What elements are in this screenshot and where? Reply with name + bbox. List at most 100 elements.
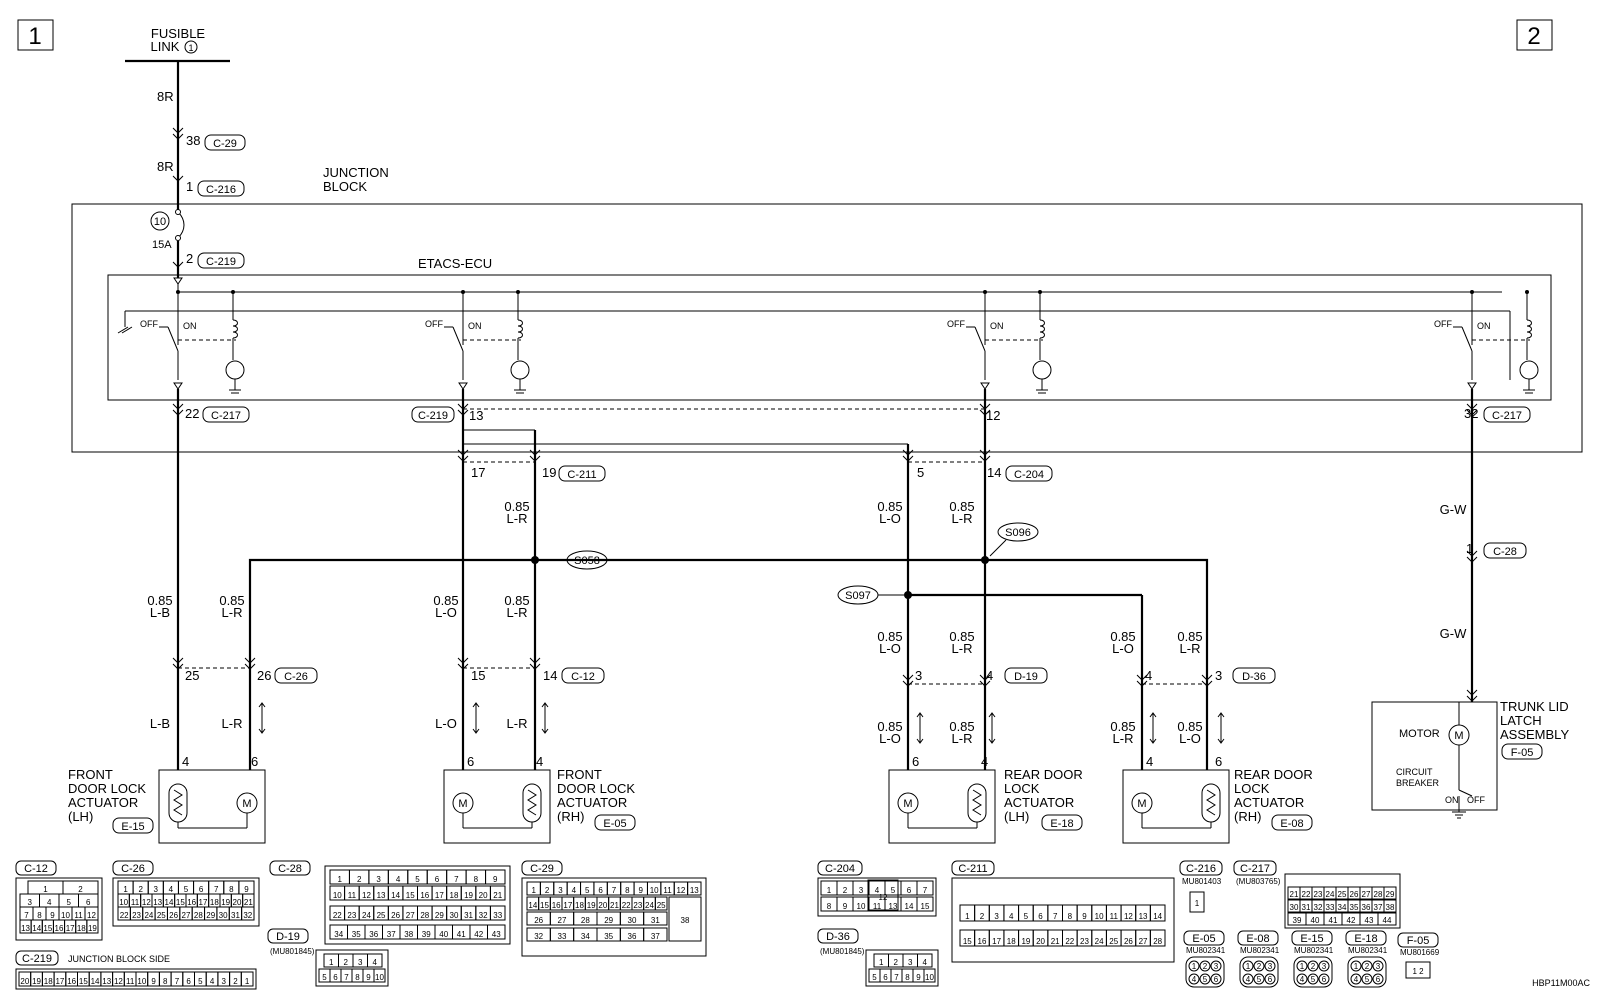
connector-tag-label: E-15 xyxy=(121,821,144,833)
connector-pin-number: 15 xyxy=(540,901,549,910)
direction-arrow xyxy=(916,712,924,744)
connector-body xyxy=(1293,956,1333,988)
connector-pin-number: 38 xyxy=(681,916,690,925)
connector-pin-number: 4 xyxy=(210,977,215,986)
connector-pin-number: 5 xyxy=(198,977,203,986)
connector-pin-number: 7 xyxy=(214,885,219,894)
connector-pin-number: 2 xyxy=(1257,962,1262,971)
relay-coil xyxy=(232,319,238,339)
connector-pin-number: 34 xyxy=(334,930,343,939)
connector-pin-number: 16 xyxy=(67,977,76,986)
connector-tag-label: C-26 xyxy=(121,863,145,875)
connector-chevron xyxy=(1136,680,1148,687)
mid-connector-labels: 25 26 C-26 15 14 C-12 3 4 D-19 4 3 D-36 … xyxy=(185,541,1527,684)
connector-pin-number: 13 xyxy=(377,891,386,900)
actuator-label: LOCK xyxy=(1004,781,1040,796)
connector-pin-number: 24 xyxy=(645,901,654,910)
connector-pin-number: 9 xyxy=(50,911,55,920)
connector-pin-number: 24 xyxy=(1095,937,1104,946)
connector-tag xyxy=(1291,930,1333,946)
wire-color: L-R xyxy=(952,511,973,526)
wire-segment xyxy=(974,326,986,352)
connector-pin-number: 17 xyxy=(563,901,572,910)
relay-on-label: ON xyxy=(183,321,197,331)
connector-pin-number: 31 xyxy=(651,916,660,925)
connector-pin-number: 4 xyxy=(373,958,378,967)
wire-color: L-O xyxy=(879,641,901,656)
connector-chevron xyxy=(244,663,256,670)
connector-chevron xyxy=(902,680,914,687)
connector-chevron xyxy=(457,455,469,462)
ground-symbol xyxy=(514,389,526,394)
connector-body xyxy=(324,865,511,945)
connector-body xyxy=(15,968,257,990)
splice-s058: S058 xyxy=(566,550,608,570)
connector-pin-number: 25 xyxy=(657,901,666,910)
connector-pin-number: 6 xyxy=(333,973,338,982)
solenoid-coil xyxy=(173,789,183,816)
drawing-code: HBP11M00AC xyxy=(1532,978,1590,988)
wire-spec: 0.85L-B xyxy=(147,593,172,620)
junction-dot xyxy=(516,290,520,294)
pin-label: 6 xyxy=(251,754,258,769)
connector-pin-number: 17 xyxy=(66,924,75,933)
connector-pin-number: 28 xyxy=(194,911,203,920)
connector-pin-number: 3 xyxy=(28,898,33,907)
svg-text:D-36: D-36 xyxy=(1242,671,1266,683)
connector-pin-number: 9 xyxy=(639,886,644,895)
connector-pin-number: 3 xyxy=(859,886,864,895)
connector-pin-number: 11 xyxy=(74,911,83,920)
connector-body xyxy=(865,949,939,987)
svg-text:2: 2 xyxy=(186,251,193,266)
connector-pin-number: 34 xyxy=(581,932,590,941)
junction-dot xyxy=(231,290,235,294)
wire-gauge: 0.85 xyxy=(504,593,529,608)
connector-pin xyxy=(1372,973,1384,985)
connector-pin-number: 10 xyxy=(61,911,70,920)
svg-text:C-219: C-219 xyxy=(418,410,448,422)
connector-pin-number: 5 xyxy=(1203,975,1208,984)
connector-tag-c216: C-216 xyxy=(197,180,245,197)
connector-pin xyxy=(654,896,668,911)
connector-pin xyxy=(1350,960,1362,972)
part-number: (MU803765) xyxy=(1236,877,1281,886)
connector-pin-number: 3 xyxy=(908,958,913,967)
connector-pin xyxy=(1361,973,1373,985)
transistor xyxy=(1032,360,1052,380)
connector-pin-number: 25 xyxy=(377,911,386,920)
connector-pin xyxy=(867,879,899,911)
connector-tag-label: D-19 xyxy=(276,931,300,943)
svg-text:15A: 15A xyxy=(152,239,172,251)
connector-pin-number: 43 xyxy=(492,930,501,939)
connector-tag xyxy=(112,860,154,876)
svg-text:C-216: C-216 xyxy=(206,184,236,196)
connector-pin-number: 4 xyxy=(47,898,52,907)
connector-body xyxy=(1239,956,1279,988)
wire-segment xyxy=(989,539,1007,557)
connector-pin-number: 41 xyxy=(457,930,466,939)
relay-on-label: ON xyxy=(990,321,1004,331)
connector-pin-number: 40 xyxy=(1311,916,1320,925)
connector-pin-number: 27 xyxy=(182,911,191,920)
connector-pin-number: 28 xyxy=(1374,890,1383,899)
wire-spec: 0.85L-O xyxy=(877,629,902,656)
connector-pin-number: 11 xyxy=(663,886,672,895)
junction-dot xyxy=(176,290,180,294)
connector-body xyxy=(1347,956,1387,988)
actuator-label: (LH) xyxy=(68,809,93,824)
wire-color: L-R xyxy=(507,511,528,526)
connector-pin-number: 5 xyxy=(1365,975,1370,984)
wire-gauge: 0.85 xyxy=(219,593,244,608)
connector-pin-number: 10 xyxy=(925,973,934,982)
connector-pin-number: 37 xyxy=(387,930,396,939)
connector-pin-number: 23 xyxy=(132,911,141,920)
connector-tag-label: D-36 xyxy=(826,931,850,943)
relay-off-label: OFF xyxy=(947,319,965,329)
connector-pin-number: 21 xyxy=(1051,937,1060,946)
